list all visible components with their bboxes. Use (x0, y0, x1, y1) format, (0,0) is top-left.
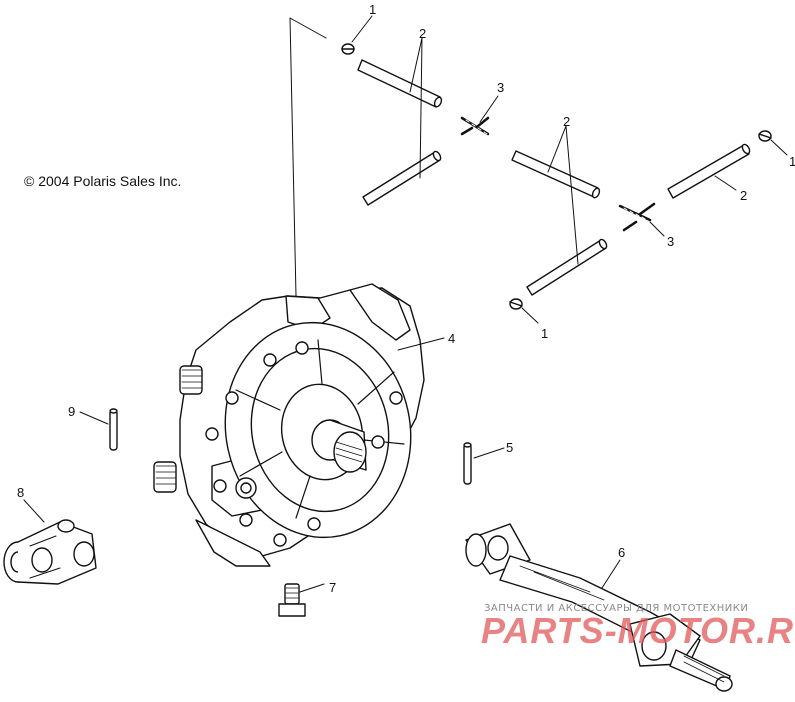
callout-7: 7 (329, 580, 336, 595)
watermark-tagline: ЗАПЧАСТИ И АКСЕССУАРЫ ДЛЯ МОТОТЕХНИКИ (484, 603, 749, 614)
callout-5: 5 (506, 440, 513, 455)
callout-1-right: 1 (789, 154, 795, 169)
plug-part-1-top (341, 15, 373, 55)
drive-shaft-part-6 (465, 523, 733, 692)
pin-part-5 (463, 442, 505, 485)
pin-part-9 (79, 408, 118, 451)
callout-3-right: 3 (667, 234, 674, 249)
callout-3-top: 3 (497, 80, 504, 95)
watermark-brand: PARTS-MOTOR.RU (481, 610, 795, 651)
leader-line (289, 17, 327, 297)
callout-2-right: 2 (740, 188, 747, 203)
callout-8: 8 (17, 485, 24, 500)
leader-line (409, 37, 423, 179)
callout-2-mid: 2 (563, 114, 570, 129)
pin-part-2-d (526, 238, 608, 296)
pin-part-2-a (357, 59, 443, 108)
plug-part-1-mid (509, 298, 539, 324)
callout-1-mid: 1 (541, 326, 548, 341)
bolt-part-7 (278, 583, 325, 617)
callout-9: 9 (68, 404, 75, 419)
gearcase-part-4 (153, 283, 445, 567)
callout-2-top: 2 (419, 26, 426, 41)
leader-line (547, 125, 579, 265)
pin-part-2-e (667, 143, 751, 199)
copyright-notice: © 2004 Polaris Sales Inc. (24, 173, 182, 189)
clip-part-3-b (618, 202, 665, 237)
callout-6: 6 (618, 545, 625, 560)
pin-part-2-b (362, 150, 442, 206)
callout-1-top: 1 (369, 2, 376, 17)
plug-part-1-right (758, 130, 788, 156)
pin-part-2-c (511, 150, 601, 199)
leader-line (714, 175, 737, 191)
clip-part-3-a (460, 95, 499, 136)
callout-4: 4 (448, 331, 455, 346)
u-joint-part-8 (3, 499, 97, 585)
